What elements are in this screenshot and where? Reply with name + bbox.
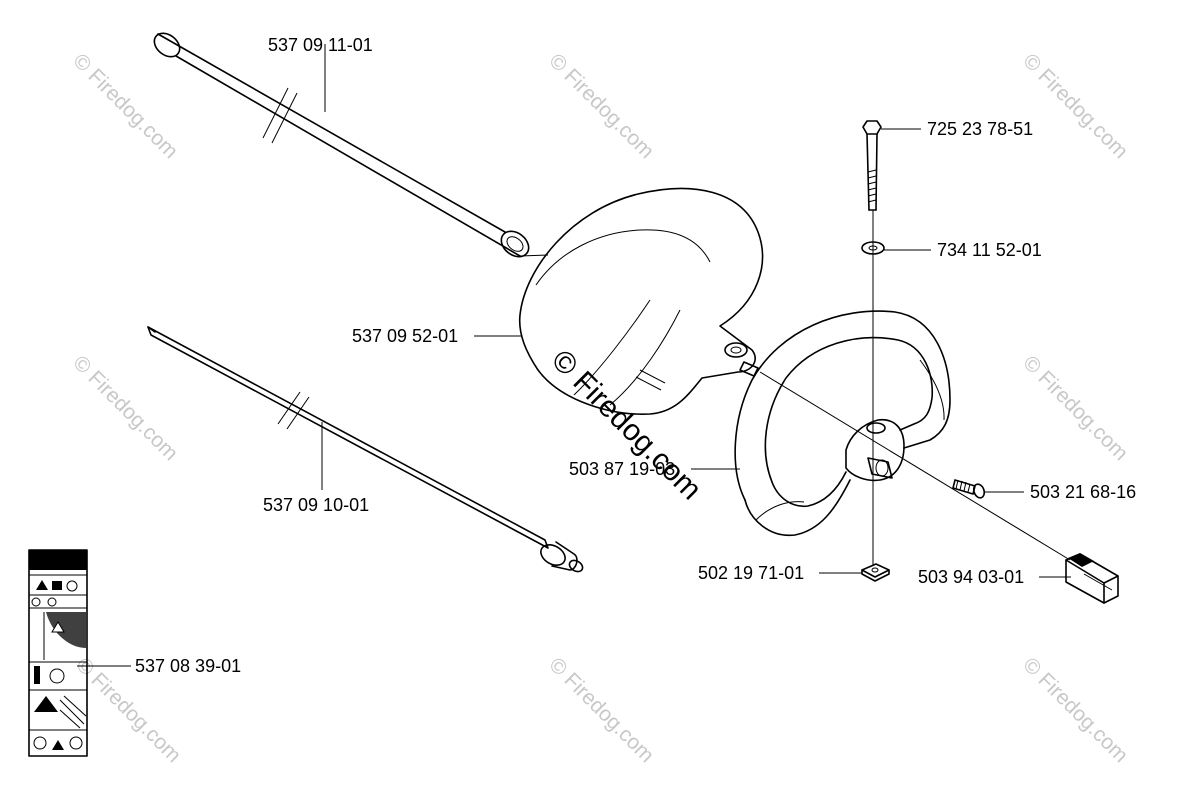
watermark: © Firedog.com: [1018, 351, 1132, 465]
part-number-handle: 503 87 19-03: [569, 459, 675, 479]
part-number-bolt: 725 23 78-51: [927, 119, 1033, 139]
watermark: © Firedog.com: [544, 653, 658, 767]
part-number-decal: 537 08 39-01: [135, 656, 241, 676]
clip-part: [1065, 553, 1119, 604]
assembly-axis-diagonal: [759, 371, 1071, 561]
watermark: © Firedog.com: [1018, 49, 1132, 163]
tube-part: [153, 32, 549, 258]
cover-part: [518, 187, 764, 415]
part-number-clip: 503 94 03-01: [918, 567, 1024, 587]
watermark-center: © Firedog.com: [545, 344, 708, 507]
part-number-cover: 537 09 52-01: [352, 326, 458, 346]
part-number-washer: 734 11 52-01: [937, 240, 1042, 260]
part-number-nut: 502 19 71-01: [698, 563, 804, 583]
drive-shaft-part: [147, 326, 584, 573]
watermark: © Firedog.com: [68, 49, 182, 163]
part-number-tube: 537 09 11-01: [268, 35, 373, 55]
watermark: © Firedog.com: [544, 49, 658, 163]
watermark: © Firedog.com: [1018, 653, 1132, 767]
handle-part: [734, 310, 951, 537]
nut-part: [861, 563, 890, 582]
screw-part: [952, 479, 986, 499]
part-number-drive-shaft: 537 09 10-01: [263, 495, 369, 515]
decal-part: [28, 549, 88, 757]
bolt-part: [862, 120, 882, 211]
part-number-screw: 503 21 68-16: [1030, 482, 1136, 502]
watermark: © Firedog.com: [68, 351, 182, 465]
